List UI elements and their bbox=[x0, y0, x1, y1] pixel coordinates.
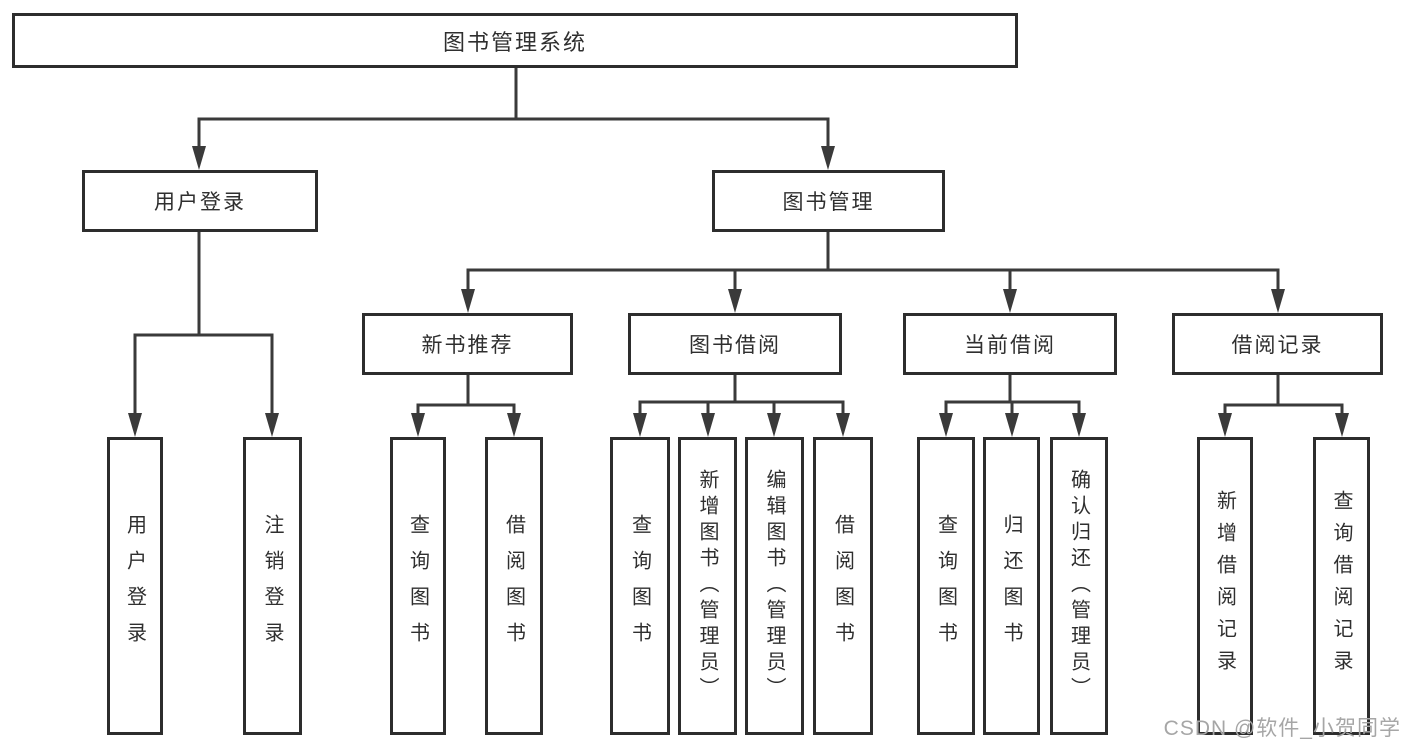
leaf-user-login: 用户登录 bbox=[107, 437, 163, 735]
node-book-borrowing: 图书借阅 bbox=[628, 313, 842, 375]
leaf-query-books-borrowing: 查询图书 bbox=[610, 437, 670, 735]
connector-root-to-level2 bbox=[192, 66, 835, 170]
leaf-query-books-current: 查询图书 bbox=[917, 437, 975, 735]
leaf-query-books-recommend: 查询图书 bbox=[390, 437, 446, 735]
connector-userlogin-children bbox=[128, 230, 279, 437]
node-borrow-records: 借阅记录 bbox=[1172, 313, 1383, 375]
node-current-borrowing: 当前借阅 bbox=[903, 313, 1117, 375]
leaf-borrow-books-recommend: 借阅图书 bbox=[485, 437, 543, 735]
leaf-logout: 注销登录 bbox=[243, 437, 302, 735]
connector-current-children bbox=[939, 373, 1086, 437]
connector-records-children bbox=[1218, 373, 1349, 437]
connector-newrec-children bbox=[411, 373, 521, 437]
connector-bookmgmt-to-level3 bbox=[461, 230, 1285, 313]
leaf-return-books: 归还图书 bbox=[983, 437, 1040, 735]
leaf-add-books-admin: 新增图书（管理员） bbox=[678, 437, 737, 735]
node-new-book-recommend: 新书推荐 bbox=[362, 313, 573, 375]
leaf-query-borrow-record: 查询借阅记录 bbox=[1313, 437, 1370, 735]
leaf-add-borrow-record: 新增借阅记录 bbox=[1197, 437, 1253, 735]
csdn-watermark: CSDN @软件_小贺同学 bbox=[1163, 717, 1401, 740]
leaf-confirm-return-admin: 确认归还（管理员） bbox=[1050, 437, 1108, 735]
leaf-edit-books-admin: 编辑图书（管理员） bbox=[745, 437, 804, 735]
leaf-borrow-books: 借阅图书 bbox=[813, 437, 873, 735]
node-user-login: 用户登录 bbox=[82, 170, 318, 232]
node-root-system: 图书管理系统 bbox=[12, 13, 1018, 68]
node-book-management: 图书管理 bbox=[712, 170, 945, 232]
connector-borrowing-children bbox=[633, 373, 850, 437]
